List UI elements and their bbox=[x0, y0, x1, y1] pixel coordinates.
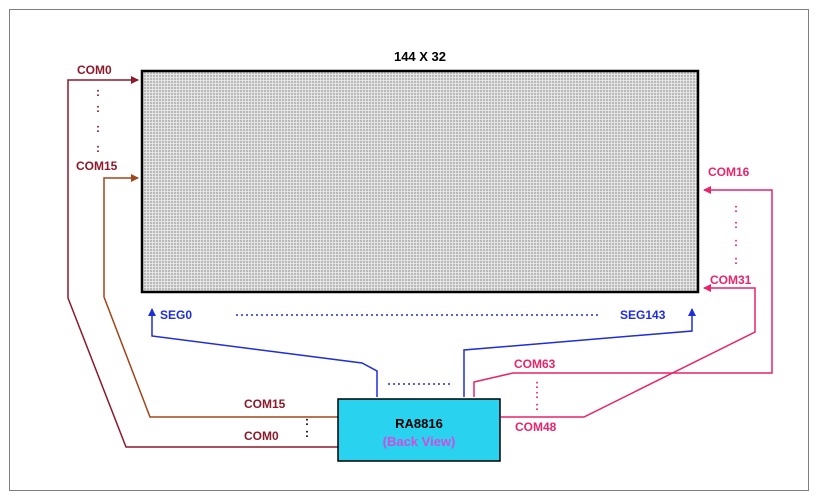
svg-text::: : bbox=[734, 217, 738, 231]
label-chip-com15: COM15 bbox=[244, 397, 286, 411]
svg-text::: : bbox=[734, 235, 738, 249]
label-chip-com63: COM63 bbox=[514, 357, 556, 371]
svg-text::: : bbox=[96, 85, 100, 99]
svg-text::: : bbox=[734, 201, 738, 215]
chip-left-dots: : : bbox=[305, 414, 309, 440]
com16-com31-dots: : : : : bbox=[734, 201, 738, 267]
label-seg0: SEG0 bbox=[160, 308, 192, 322]
com0-com15-dots: : : : : bbox=[96, 85, 100, 155]
label-chip-com0: COM0 bbox=[244, 429, 279, 443]
label-seg143: SEG143 bbox=[620, 308, 666, 322]
svg-text::: : bbox=[96, 141, 100, 155]
svg-text::: : bbox=[305, 426, 309, 440]
svg-text::: : bbox=[535, 399, 539, 413]
label-com31: COM31 bbox=[710, 273, 752, 287]
lcd-panel bbox=[140, 69, 700, 294]
svg-text::: : bbox=[305, 414, 309, 428]
svg-text::: : bbox=[734, 253, 738, 267]
com0-trace bbox=[67, 76, 338, 448]
ra8816-chip bbox=[337, 398, 501, 462]
display-title: 144 X 32 bbox=[394, 49, 446, 64]
svg-text::: : bbox=[535, 377, 539, 391]
label-com16: COM16 bbox=[708, 165, 750, 179]
label-com15-top: COM15 bbox=[76, 159, 118, 173]
svg-text::: : bbox=[96, 121, 100, 135]
label-chip-com48: COM48 bbox=[515, 420, 557, 434]
seg143-trace bbox=[463, 308, 696, 397]
chip-subtitle: (Back View) bbox=[383, 434, 456, 449]
com48-trace bbox=[501, 284, 756, 418]
chip-right-dots: : : : bbox=[535, 377, 539, 413]
com15-trace bbox=[103, 174, 338, 418]
svg-text::: : bbox=[535, 387, 539, 401]
label-com0-top: COM0 bbox=[77, 63, 112, 77]
svg-text::: : bbox=[96, 101, 100, 115]
seg0-trace bbox=[148, 308, 378, 397]
diagram-frame bbox=[9, 9, 809, 491]
com63-trace bbox=[473, 186, 773, 397]
chip-name: RA8816 bbox=[395, 416, 443, 431]
